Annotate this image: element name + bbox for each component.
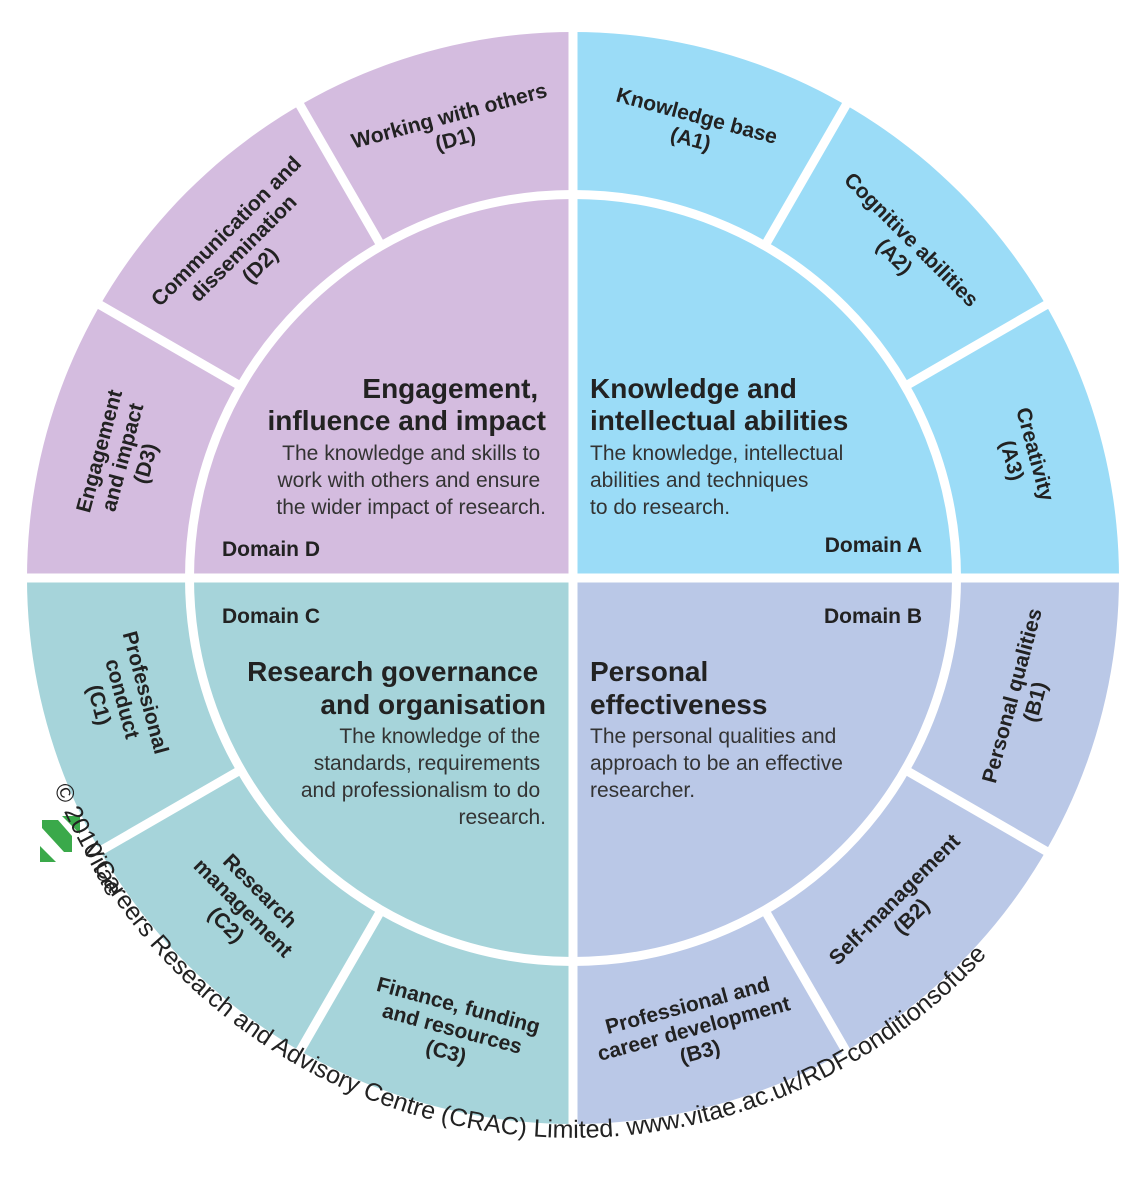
subdomain-divider — [294, 909, 385, 1057]
subdomain-divider — [904, 299, 1052, 390]
domain-d-inner — [193, 198, 573, 578]
subdomain-ring — [27, 32, 1119, 1124]
domain-d-title: Engagement, influence and impact — [268, 373, 547, 436]
domain-b-outer — [573, 578, 1119, 1124]
domain-a-title: Knowledge and intellectual abilities — [590, 373, 848, 436]
domain-c-inner — [193, 578, 573, 958]
domain-text: Knowledge and intellectual abilities The… — [222, 373, 922, 829]
separators — [23, 28, 1123, 1128]
subdomain-divider — [761, 99, 852, 247]
subdomain-d3-label: Engagementand impact(D3) — [72, 387, 173, 527]
domain-d-description: The knowledge and skills to work with ot… — [276, 442, 546, 519]
domain-b-label: Domain B — [824, 605, 922, 628]
domain-quadrants — [193, 198, 953, 958]
domain-a-description: The knowledge, intellectual abilities an… — [590, 442, 849, 519]
domain-d-outer — [27, 32, 573, 578]
domain-a-inner — [573, 198, 953, 578]
subdomain-divider — [761, 909, 852, 1057]
subdomain-divider — [94, 299, 242, 390]
domain-b-inner — [573, 578, 953, 958]
domain-d-label: Domain D — [222, 538, 320, 561]
subdomain-divider — [294, 99, 385, 247]
domain-c-title: Research governance and organisation — [247, 656, 546, 720]
domain-c-outer — [27, 578, 573, 1124]
domain-b-description: The personal qualities and approach to b… — [590, 725, 849, 802]
subdomain-divider — [94, 766, 242, 857]
domain-c-description: The knowledge of the standards, requirem… — [301, 725, 546, 829]
vitae-logo-icon — [40, 816, 80, 862]
domain-a-outer — [573, 32, 1119, 578]
domain-b-title: Personal effectiveness — [590, 656, 767, 720]
subdomain-divider — [904, 766, 1052, 857]
domain-a-label: Domain A — [825, 534, 922, 557]
domain-c-label: Domain C — [222, 605, 320, 628]
